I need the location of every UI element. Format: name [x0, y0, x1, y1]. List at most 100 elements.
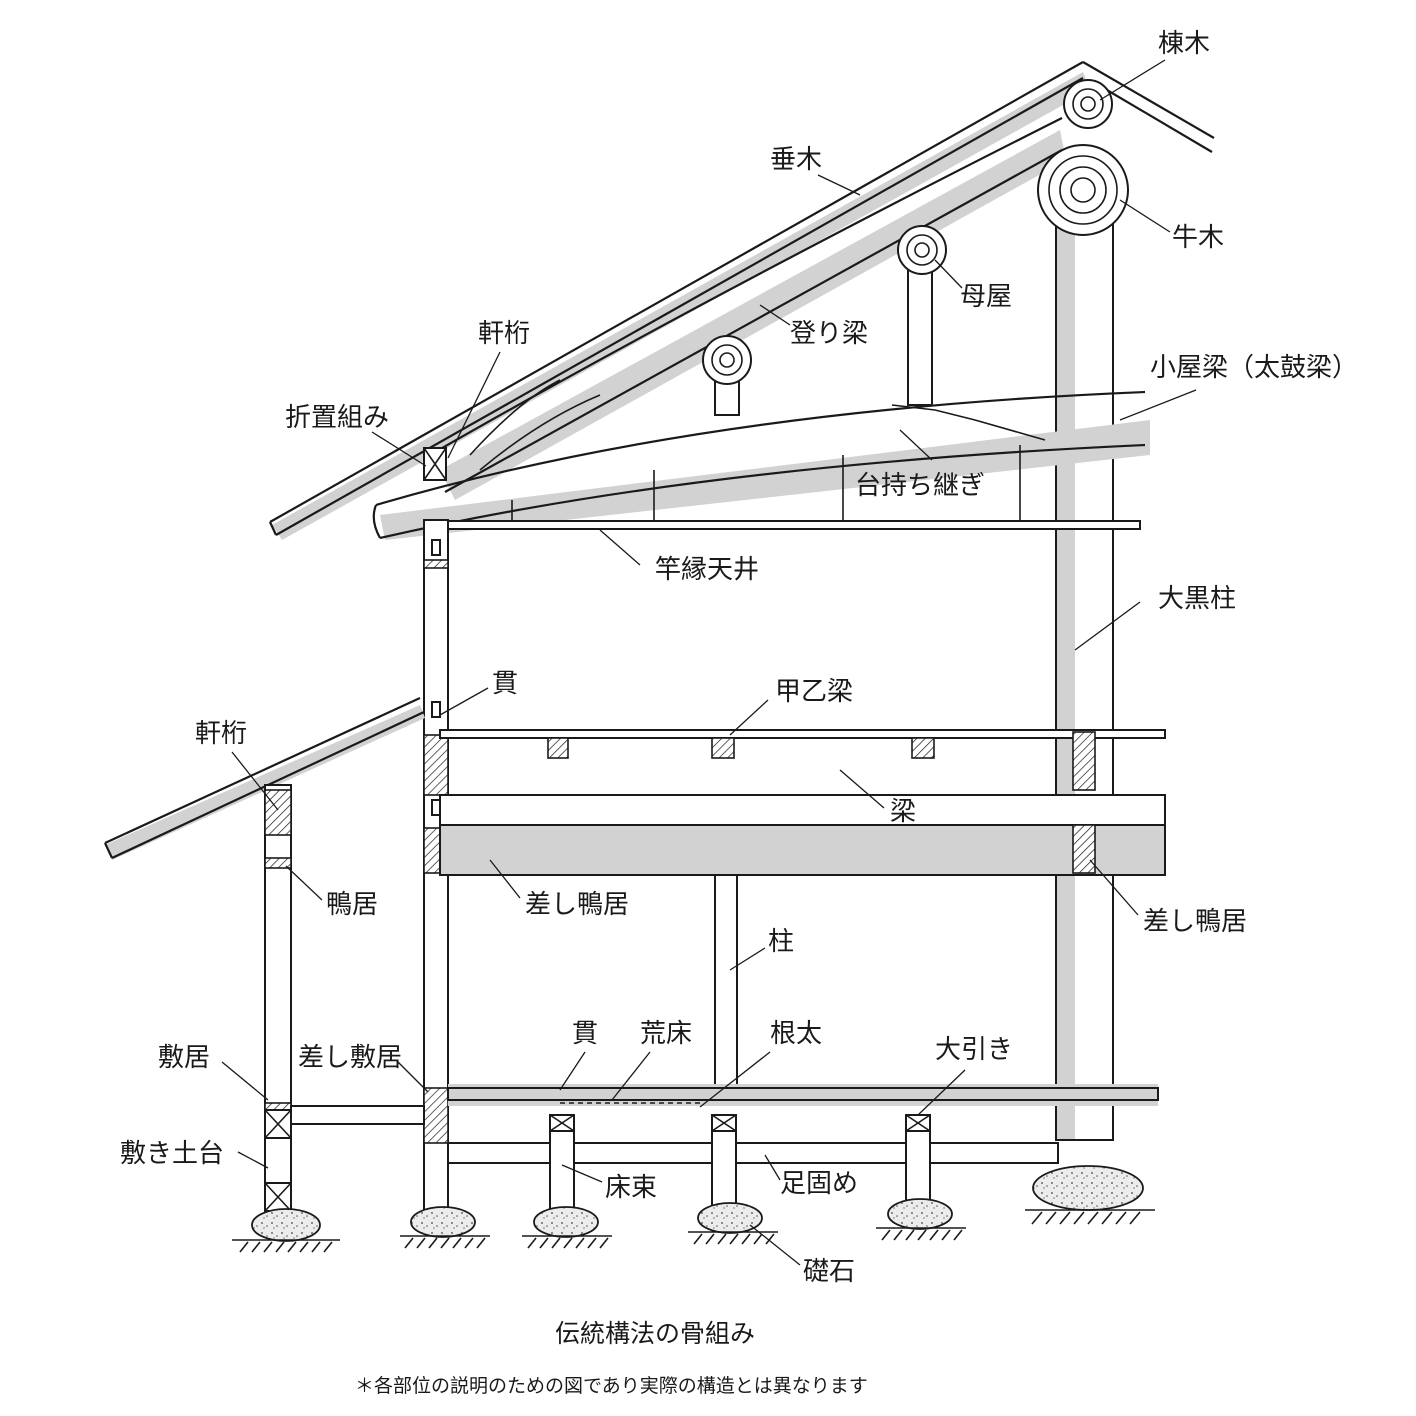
purlin-ring-2 — [914, 242, 930, 258]
lower-rafter-shade — [105, 705, 425, 860]
ridge-post-shade — [1057, 201, 1075, 1139]
leader-hari — [839, 769, 885, 809]
leader-moya — [934, 259, 963, 289]
porch-post-block-1 — [264, 789, 292, 836]
leader-kouotsu — [729, 699, 769, 736]
label-moya: 母屋 — [960, 282, 1012, 312]
foundation-stone-1 — [251, 1208, 321, 1242]
purlin2-ring-1 — [711, 344, 743, 376]
label-neda: 根太 — [770, 1019, 822, 1049]
label-kouotsu: 甲乙梁 — [775, 677, 853, 707]
fp3-x2 — [905, 1114, 931, 1132]
leader-daimochi — [899, 429, 933, 461]
leader-arayuka — [611, 1051, 651, 1101]
leader-ushigi — [1119, 199, 1171, 233]
leader-hashira — [729, 947, 766, 971]
label-oobiki: 大引き — [935, 1035, 1013, 1065]
label-soseki: 礎石 — [803, 1257, 855, 1287]
foundation-stone-4 — [697, 1202, 763, 1234]
leader-nuki-upper — [439, 687, 489, 716]
label-nuki-upper: 貫 — [492, 669, 518, 699]
label-daikoku: 大黒柱 — [1158, 584, 1236, 614]
label-hari: 梁 — [890, 797, 916, 827]
leader-noboribari — [759, 304, 791, 326]
roof-right-slope-top — [1082, 61, 1215, 139]
leader-munagi — [1099, 59, 1166, 101]
roof-group — [269, 61, 1215, 1141]
ridge-beam-ring-1 — [1072, 88, 1104, 120]
label-munagi: 棟木 — [1158, 29, 1210, 59]
rafter-line-top — [269, 61, 1084, 523]
left-post-slot-1 — [431, 539, 441, 556]
ground-6 — [1025, 1209, 1155, 1225]
foundation-stone-2 — [410, 1206, 476, 1238]
tie-beam-top — [375, 390, 1146, 507]
left-post-nuki — [423, 559, 449, 569]
climbing-beam-bottom — [444, 149, 1063, 493]
left-post-block-1 — [423, 734, 449, 796]
label-shikidodai: 敷き土台 — [120, 1139, 224, 1169]
label-kamoi: 鴨居 — [326, 890, 378, 920]
leader-shikidodai — [237, 1151, 269, 1169]
leader-ashigatame — [764, 1154, 781, 1181]
left-post-slot-3 — [431, 799, 441, 816]
right-post-block-1 — [1072, 731, 1096, 791]
scarf-joint — [891, 404, 1046, 441]
label-sashikamoi-left: 差し鴨居 — [525, 890, 629, 920]
ground-4 — [688, 1231, 778, 1245]
label-ushigi: 牛木 — [1172, 223, 1224, 253]
label-yukazuka: 床束 — [605, 1173, 657, 1203]
purlin-post — [907, 264, 933, 406]
leader-soseki — [749, 1224, 801, 1266]
ashigatame-beam — [447, 1142, 1059, 1164]
caption-note: ＊各部位の説明のための図であり実際の構造とは異なります — [355, 1375, 868, 1397]
lower-rafter-top — [104, 697, 421, 844]
right-post-block-2 — [1072, 824, 1096, 874]
ushigi-ring-1 — [1048, 155, 1118, 225]
leader-koyabari — [1119, 389, 1197, 421]
ushigi-log — [1037, 144, 1129, 236]
tie-beam-shade — [380, 420, 1150, 540]
label-nokigeta-upper: 軒桁 — [478, 319, 530, 349]
leader-saobuchi — [599, 529, 641, 566]
leader-daikoku — [1074, 601, 1141, 651]
ushigi-ring-3 — [1070, 177, 1096, 203]
rafter-line-bottom — [275, 77, 1084, 536]
purlin2-log — [702, 335, 752, 385]
label-nuki-lower: 貫 — [572, 1019, 598, 1049]
label-shikii: 敷居 — [158, 1043, 210, 1073]
label-sashishikii: 差し敷居 — [298, 1043, 402, 1073]
foundation-stone-3 — [533, 1206, 599, 1238]
label-orioki: 折置組み — [285, 403, 389, 433]
left-post-slot-2 — [431, 701, 441, 718]
ridge-beam — [1063, 79, 1113, 129]
leader-orioki — [371, 431, 427, 467]
ushigi-ring-2 — [1059, 166, 1107, 214]
joist-block-2 — [711, 737, 735, 759]
purlin-log — [897, 225, 947, 275]
label-daimochi: 台持ち継ぎ — [855, 471, 985, 501]
label-ashigatame: 足固め — [780, 1169, 858, 1199]
leader-yukazuka — [561, 1164, 603, 1183]
leader-kamoi — [285, 865, 323, 901]
ground-3 — [522, 1235, 612, 1249]
leader-shikii — [221, 1061, 269, 1101]
porch-sill — [290, 1105, 425, 1125]
porch-x1b — [264, 1109, 292, 1139]
purlin2-ring-2 — [719, 352, 735, 368]
leader-sashikamoi-left — [489, 859, 521, 899]
label-nokigeta-lower: 軒桁 — [195, 719, 247, 749]
sashikamoi-band — [439, 824, 1166, 876]
leader-oobiki — [917, 1069, 966, 1116]
ground-1 — [232, 1239, 340, 1253]
ridge-beam-ring-2 — [1080, 96, 1096, 112]
floor-board — [447, 1087, 1159, 1101]
roof-right-slope-bottom — [1089, 79, 1213, 153]
leader-nokigeta-upper — [447, 351, 501, 459]
foundation-stone-5 — [887, 1198, 953, 1230]
label-arayuka: 荒床 — [640, 1019, 692, 1049]
left-post-block-3 — [423, 1087, 449, 1144]
climbing-beam-top — [429, 117, 1063, 456]
